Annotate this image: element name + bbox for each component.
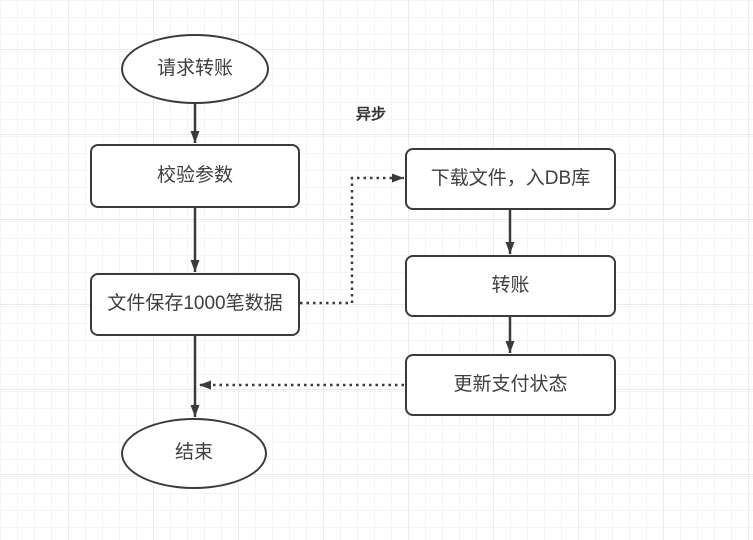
- node-validate-params-label: 校验参数: [156, 164, 233, 186]
- node-save-file-label: 文件保存1000笔数据: [107, 293, 283, 315]
- node-download-file[interactable]: 下载文件，入DB库: [405, 148, 616, 210]
- node-transfer-label: 转账: [491, 274, 530, 296]
- node-update-payment-status-label: 更新支付状态: [453, 373, 568, 395]
- async-label: 异步: [356, 106, 387, 123]
- node-download-file-label: 下载文件，入DB库: [430, 167, 591, 189]
- node-start[interactable]: 请求转账: [121, 34, 269, 104]
- node-end[interactable]: 结束: [121, 418, 267, 489]
- node-save-file[interactable]: 文件保存1000笔数据: [90, 273, 300, 336]
- node-validate-params[interactable]: 校验参数: [90, 144, 300, 208]
- node-transfer[interactable]: 转账: [405, 255, 616, 317]
- node-end-label: 结束: [174, 442, 213, 464]
- node-start-label: 请求转账: [156, 57, 233, 79]
- edge-savefile-to-download-dotted[interactable]: [300, 173, 404, 305]
- node-update-payment-status[interactable]: 更新支付状态: [405, 354, 616, 416]
